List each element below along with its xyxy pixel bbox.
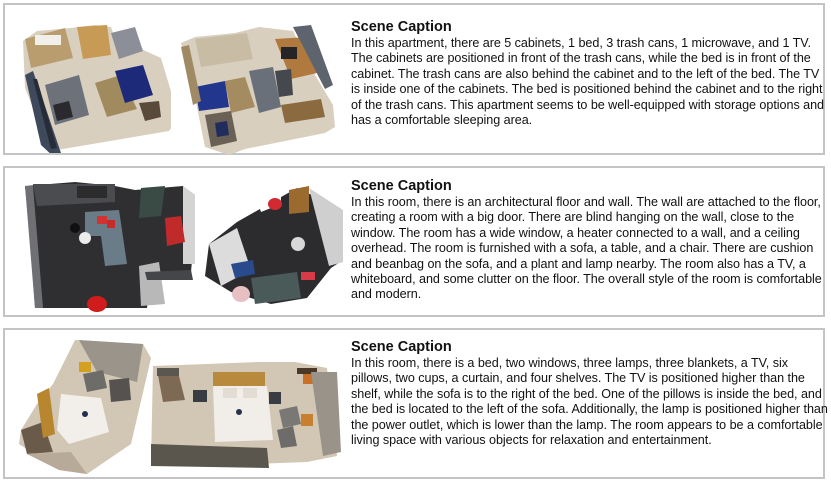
scene-image-apartment-1 [11, 13, 171, 153]
caption-title: Scene Caption [351, 178, 452, 194]
scene-caption-1: Scene Caption In this apartment, there a… [351, 19, 829, 128]
scene-caption-2: Scene Caption In this room, there is an … [351, 178, 829, 303]
scene-panel-1: Scene Caption In this apartment, there a… [3, 3, 825, 155]
caption-title: Scene Caption [351, 339, 452, 355]
scene-image-apartment-2 [175, 15, 345, 155]
scene-image-bedroom-1 [13, 334, 153, 478]
scene-image-room-2 [197, 182, 347, 312]
caption-text: In this room, there is an architectural … [351, 195, 822, 302]
scene-caption-3: Scene Caption In this room, there is a b… [351, 339, 829, 448]
caption-text: In this apartment, there are 5 cabinets,… [351, 36, 825, 128]
scene-image-bedroom-2 [147, 352, 345, 470]
scene-panel-3: Scene Caption In this room, there is a b… [3, 328, 828, 479]
scene-image-room-1 [15, 176, 195, 312]
caption-text: In this room, there is a bed, two window… [351, 356, 828, 448]
caption-title: Scene Caption [351, 19, 452, 35]
scene-panel-2: Scene Caption In this room, there is an … [3, 166, 825, 317]
